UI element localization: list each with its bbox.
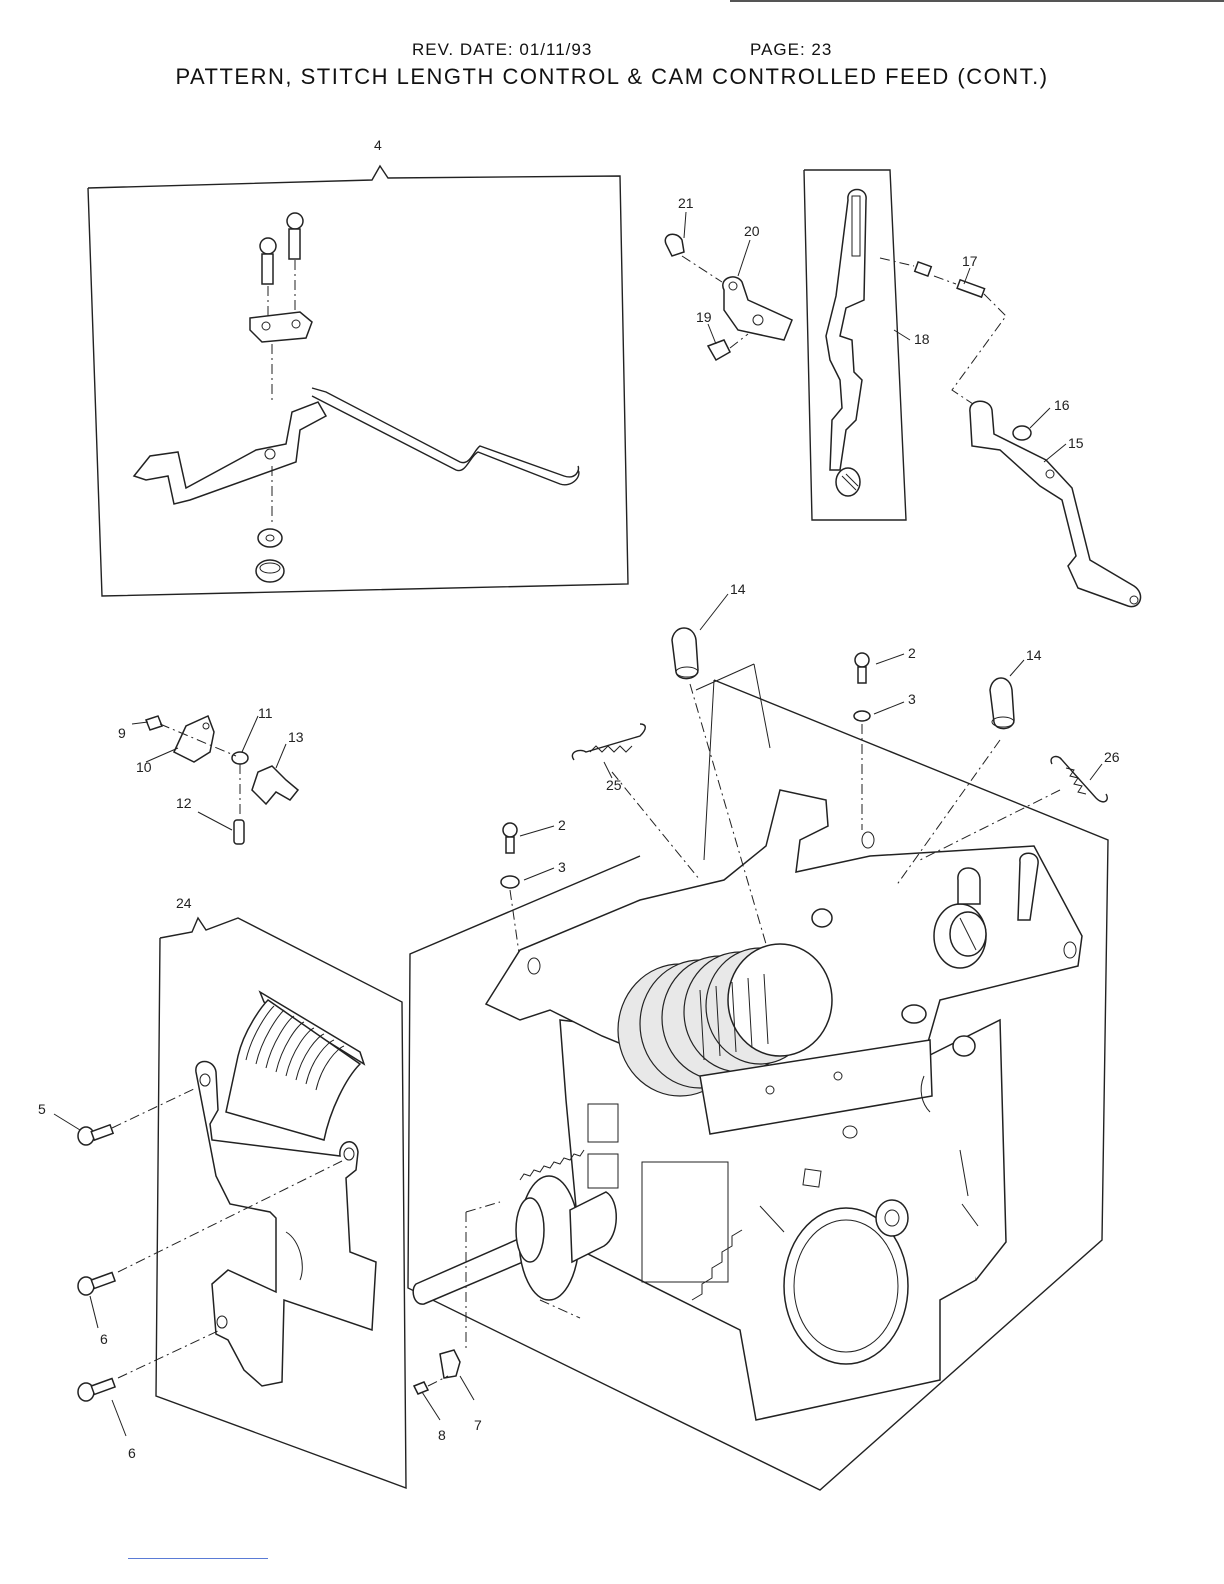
callout-5: 5	[38, 1101, 46, 1117]
callout-14b: 14	[1026, 647, 1042, 663]
inset-box-18	[804, 170, 906, 520]
screw-5	[78, 1088, 196, 1145]
callout-3b: 3	[558, 859, 566, 875]
callout-2a: 2	[908, 645, 916, 661]
callout-11: 11	[258, 705, 273, 721]
callout-12: 12	[176, 795, 192, 811]
main-housing	[408, 664, 1108, 1490]
callout-4: 4	[374, 137, 382, 153]
spring-25	[572, 724, 645, 760]
callout-3a: 3	[908, 691, 916, 707]
screw-part	[260, 213, 303, 284]
callout-25: 25	[606, 777, 622, 793]
callout-16: 16	[1054, 397, 1070, 413]
knob-14a	[672, 628, 698, 679]
callout-26: 26	[1104, 749, 1120, 765]
callout-18: 18	[914, 331, 930, 347]
callout-2b: 2	[558, 817, 566, 833]
knob-14b	[990, 678, 1014, 729]
inset-box-24	[156, 918, 406, 1488]
callout-7: 7	[474, 1417, 482, 1433]
feed-lever-15	[880, 258, 1141, 607]
callout-20: 20	[744, 223, 760, 239]
clip-7	[414, 1350, 460, 1394]
callout-6b: 6	[128, 1445, 136, 1461]
callout-10: 10	[136, 759, 152, 775]
callout-13: 13	[288, 729, 304, 745]
link-plate-20	[665, 234, 792, 360]
screw-2b	[501, 823, 520, 960]
inset-box-4	[88, 166, 628, 596]
callout-8: 8	[438, 1427, 446, 1443]
callout-21: 21	[678, 195, 694, 211]
callout-15: 15	[1068, 435, 1084, 451]
callout-19: 19	[696, 309, 712, 325]
callout-17: 17	[962, 253, 978, 269]
scan-bottom-mark	[128, 1558, 268, 1559]
callout-24: 24	[176, 895, 192, 911]
callout-6a: 6	[100, 1331, 108, 1347]
callout-14a: 14	[730, 581, 746, 597]
screw-2a	[854, 653, 870, 830]
callout-9: 9	[118, 725, 126, 741]
ribbon-cable	[226, 992, 364, 1140]
spring-26	[1051, 757, 1107, 802]
